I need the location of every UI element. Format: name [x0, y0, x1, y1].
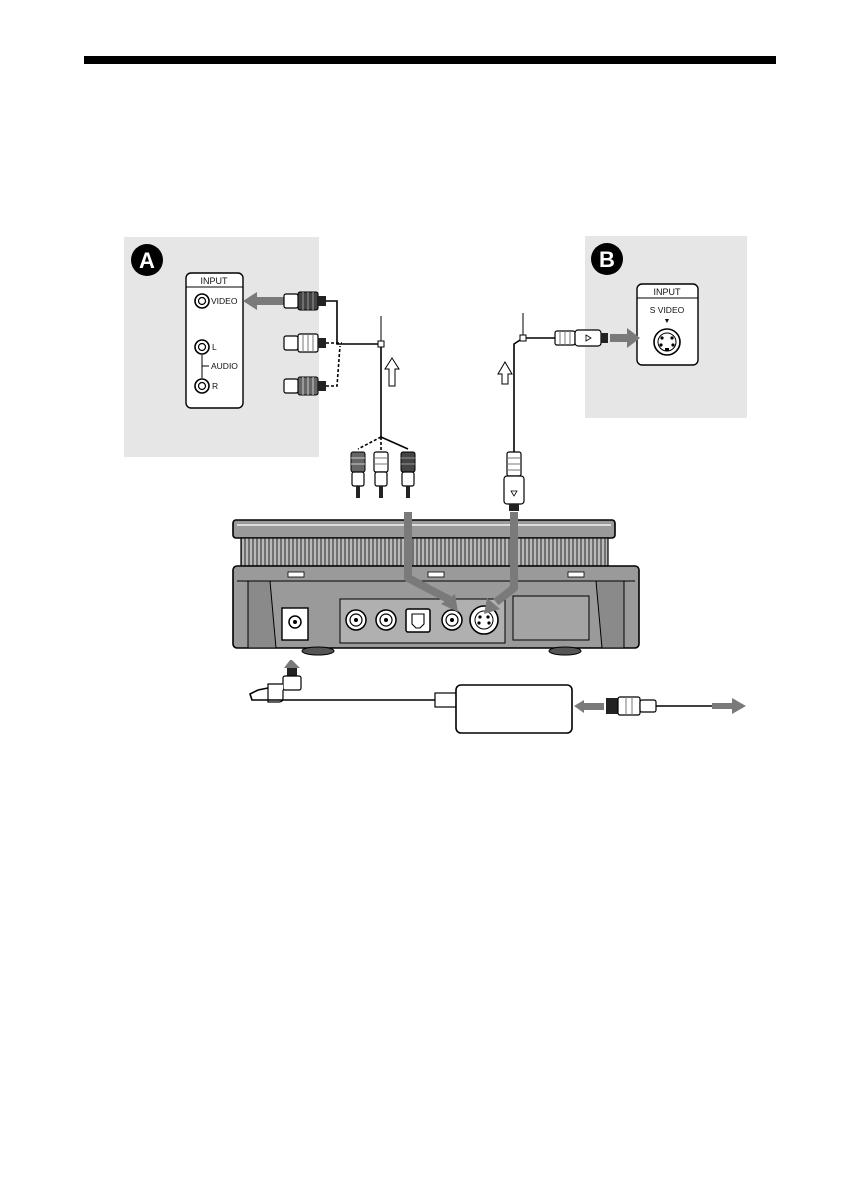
ac-cord-plug: [606, 697, 712, 715]
av-cable-audio-r-wire: [326, 346, 340, 386]
audio-video-cable: [326, 301, 408, 452]
device-side-video-plug: [401, 452, 415, 498]
tv-svideo-marker: ▼: [664, 318, 671, 325]
panel-a-badge-letter: A: [139, 248, 155, 273]
panel-a-badge: A: [131, 244, 163, 276]
tv-side-video-plug: [284, 292, 326, 310]
tv-input-jack-panel: INPUT VIDEO L AUDIO R: [186, 273, 243, 408]
dc-in-jack: [282, 608, 308, 640]
device-side-audio-r-plug: [351, 452, 365, 498]
dc-plug: [258, 668, 301, 702]
tv-audio-l-jack: [195, 340, 209, 354]
tv-svideo-label: S VIDEO: [650, 305, 685, 315]
tv-audio-r-jack: [195, 379, 209, 393]
tv-jack-panel-header: INPUT: [201, 276, 229, 286]
svideo-cable-wire: [514, 338, 555, 452]
tv-side-audio-l-plug: [284, 334, 326, 352]
av-cable-split-left: [358, 437, 381, 449]
adaptor-insert-arrow: [574, 700, 604, 713]
av-cable-joint: [378, 341, 384, 347]
tv-audio-label: AUDIO: [211, 361, 238, 371]
tv-audio-l-label: L: [212, 342, 217, 352]
tv-video-jack: [195, 294, 209, 308]
player-vent-ribs: [241, 538, 608, 566]
av-cable-video-wire: [326, 301, 381, 344]
device-side-audio-l-plug: [374, 452, 388, 498]
tv-side-svideo-plug: [555, 330, 608, 346]
svideo-cable: [514, 313, 555, 452]
player-lid: [233, 520, 615, 538]
device-side-svideo-plug: [504, 452, 524, 511]
tv-svideo-jack: [654, 329, 680, 355]
tv-video-label: VIDEO: [211, 296, 238, 306]
ac-adaptor: [456, 685, 572, 733]
player-audio-out-r-jack: [376, 610, 396, 630]
power-connection: [250, 660, 746, 733]
player-rating-plate: [513, 596, 589, 640]
panel-b: B INPUT S VIDEO ▼: [555, 236, 747, 418]
wall-outlet-arrow: [712, 698, 746, 714]
svideo-cable-joint: [520, 335, 526, 341]
tv-side-audio-r-plug: [284, 377, 326, 395]
panel-b-badge-letter: B: [599, 247, 615, 272]
dvd-player-rear: [233, 520, 639, 655]
tv-svideo-jack-panel: INPUT S VIDEO ▼: [637, 284, 698, 365]
panel-a: A INPUT VIDEO L AUDIO: [124, 237, 326, 457]
tv-svideo-panel-header: INPUT: [654, 287, 682, 297]
tv-audio-r-label: R: [212, 381, 218, 391]
signal-flow-arrow-av: [385, 358, 399, 386]
av-cable-split-right: [381, 437, 408, 449]
panel-b-badge: B: [591, 243, 623, 275]
signal-flow-arrow-svideo: [498, 362, 512, 384]
player-optical-out-jack: [406, 609, 430, 632]
player-video-out-jack: [442, 610, 462, 630]
player-audio-out-l-jack: [346, 610, 366, 630]
device-side-rca-plugs: [351, 452, 415, 498]
